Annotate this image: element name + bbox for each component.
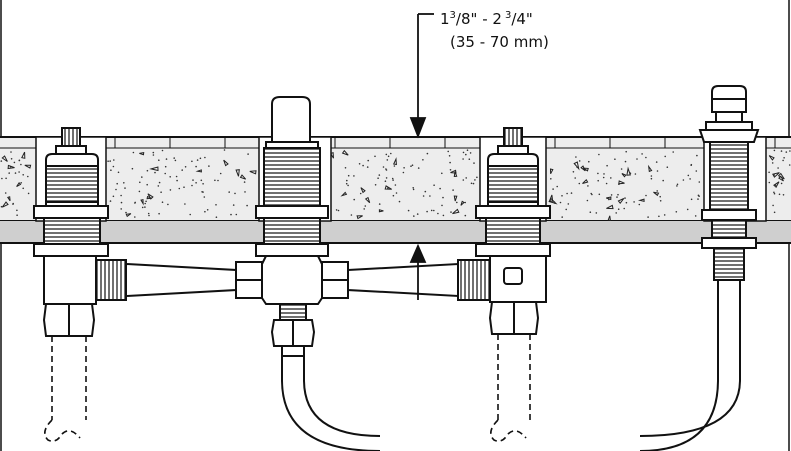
right-supply-hose: [490, 334, 531, 442]
spout-shank: [698, 85, 760, 281]
left-supply-hose: [44, 336, 87, 442]
left-valve: [33, 127, 127, 337]
center-valve: [235, 96, 349, 357]
dimension-arrow-bottom: [409, 243, 427, 300]
dimension-metric-label: (35 - 70 mm): [450, 33, 549, 51]
right-valve: [457, 127, 551, 335]
spout-supply-hose: [639, 280, 741, 451]
deck-slab: [0, 136, 791, 222]
left-connector-tube: [125, 262, 237, 298]
deck-tiles: [114, 137, 776, 148]
dimension-arrow-top: [409, 13, 434, 139]
center-outlet-hose: [281, 356, 381, 451]
deck-underside-band: [0, 221, 791, 244]
right-connector-tube: [347, 262, 459, 298]
deck-texture: [0, 149, 791, 221]
